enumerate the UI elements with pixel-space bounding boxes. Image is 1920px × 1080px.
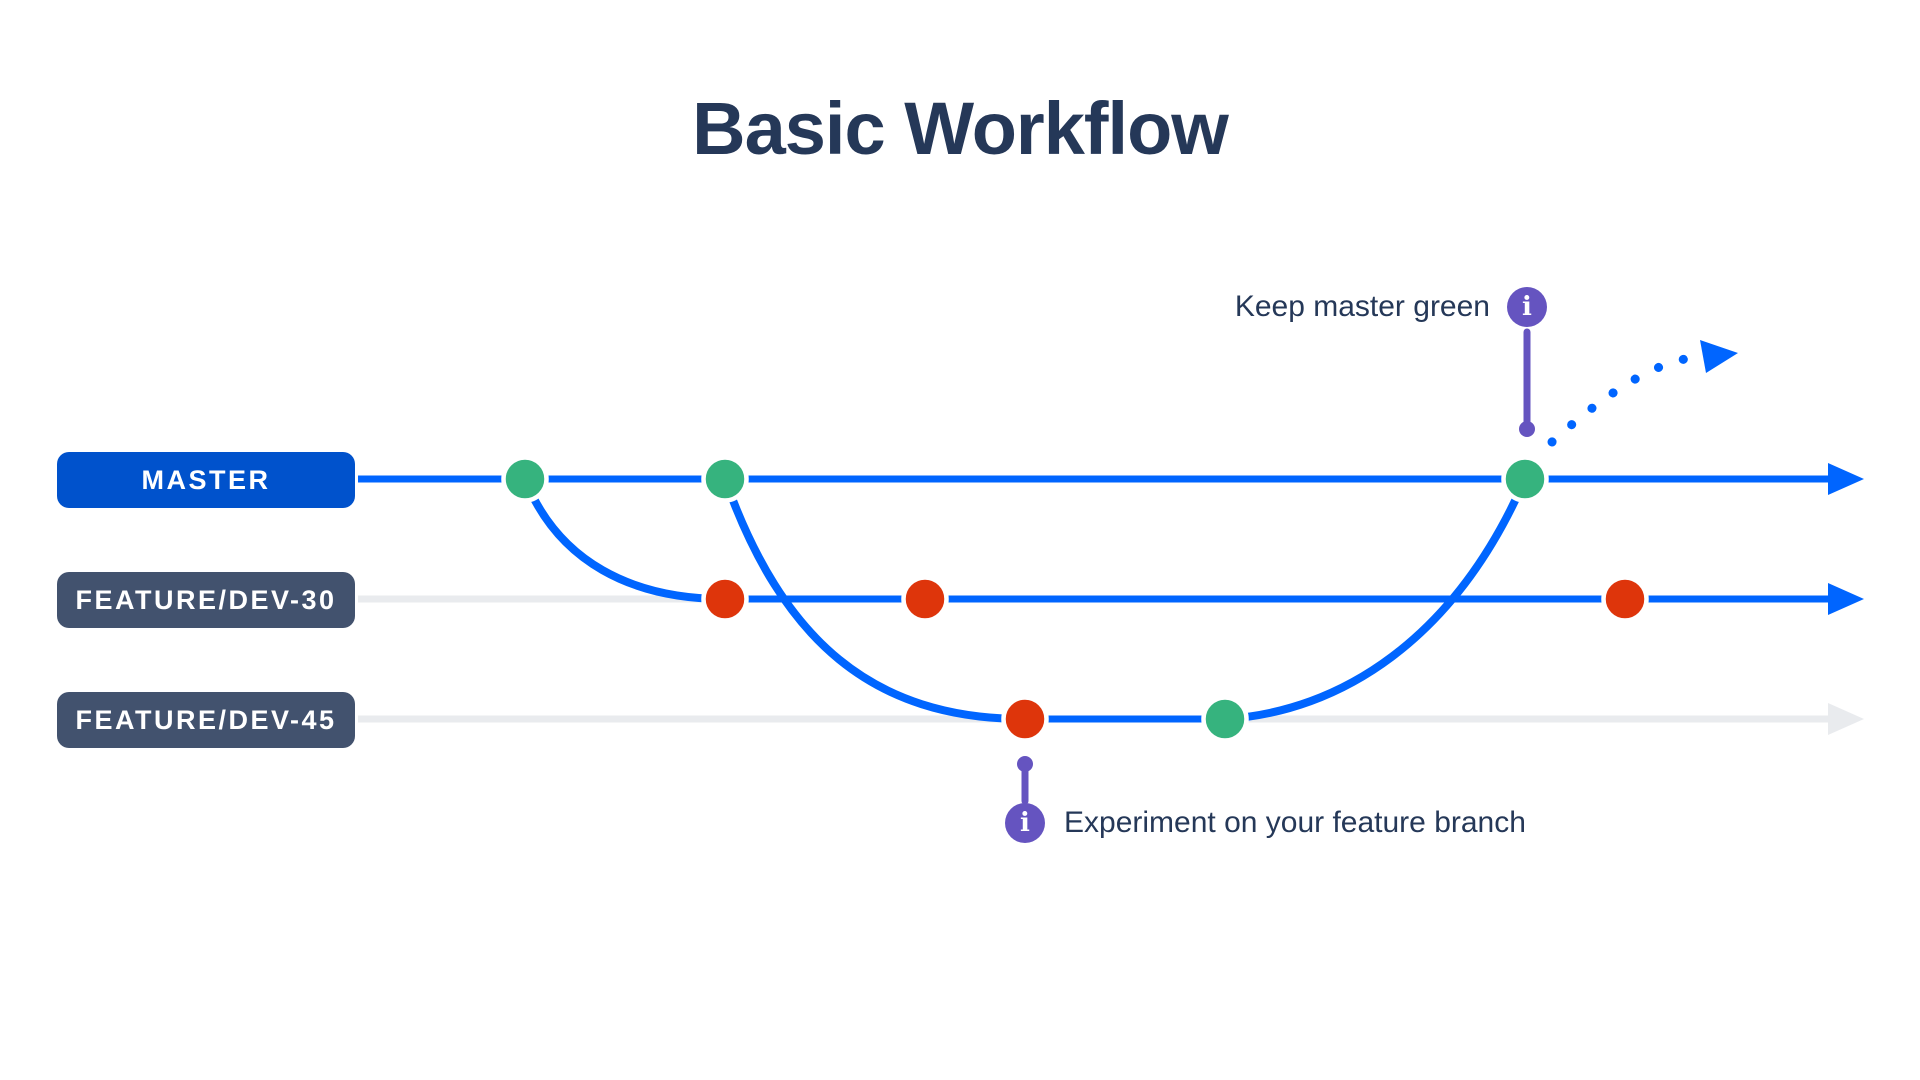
commit-dot-failing	[701, 575, 749, 623]
branch-label-master-text: MASTER	[141, 464, 271, 495]
keep-master-green-pin-dot	[1519, 421, 1535, 437]
branch-curve-master-to-dev30	[521, 477, 726, 603]
commit-dot-passing	[1501, 455, 1549, 503]
future-merge-dotted-arrow	[1547, 352, 1705, 447]
dev45-arrowhead	[1828, 703, 1864, 735]
page-title: Basic Workflow	[692, 87, 1229, 170]
branch-label-feature-dev-45: FEATURE/DEV-45	[57, 692, 355, 748]
master-arrowhead	[1828, 463, 1864, 495]
merge-curve-dev45-to-master	[1224, 477, 1529, 723]
annotation-experiment-text: Experiment on your feature branch	[1064, 806, 1526, 839]
annotation-pins	[1017, 328, 1535, 805]
branch-label-feature-dev-30: FEATURE/DEV-30	[57, 572, 355, 628]
dev30-arrowhead	[1828, 583, 1864, 615]
commit-dot-failing	[1601, 575, 1649, 623]
branch-label-feature-dev-45-text: FEATURE/DEV-45	[75, 704, 337, 735]
annotation-experiment: i Experiment on your feature branch	[1005, 803, 1526, 843]
commit-dots	[501, 455, 1649, 743]
branch-curve-master-to-dev45	[721, 477, 1026, 723]
annotation-keep-master-green-text: Keep master green	[1234, 290, 1490, 323]
commit-dot-passing	[501, 455, 549, 503]
annotation-keep-master-green: Keep master green i	[1235, 287, 1547, 327]
info-icon[interactable]: i	[1507, 287, 1547, 327]
info-icon[interactable]: i	[1005, 803, 1045, 843]
commit-dot-passing	[701, 455, 749, 503]
commit-dot-failing	[901, 575, 949, 623]
commit-dot-passing	[1201, 695, 1249, 743]
branch-label-master: MASTER	[57, 452, 355, 508]
future-merge-arrowhead	[1700, 340, 1738, 373]
commit-dot-failing	[1001, 695, 1049, 743]
branch-label-feature-dev-30-text: FEATURE/DEV-30	[75, 584, 337, 615]
